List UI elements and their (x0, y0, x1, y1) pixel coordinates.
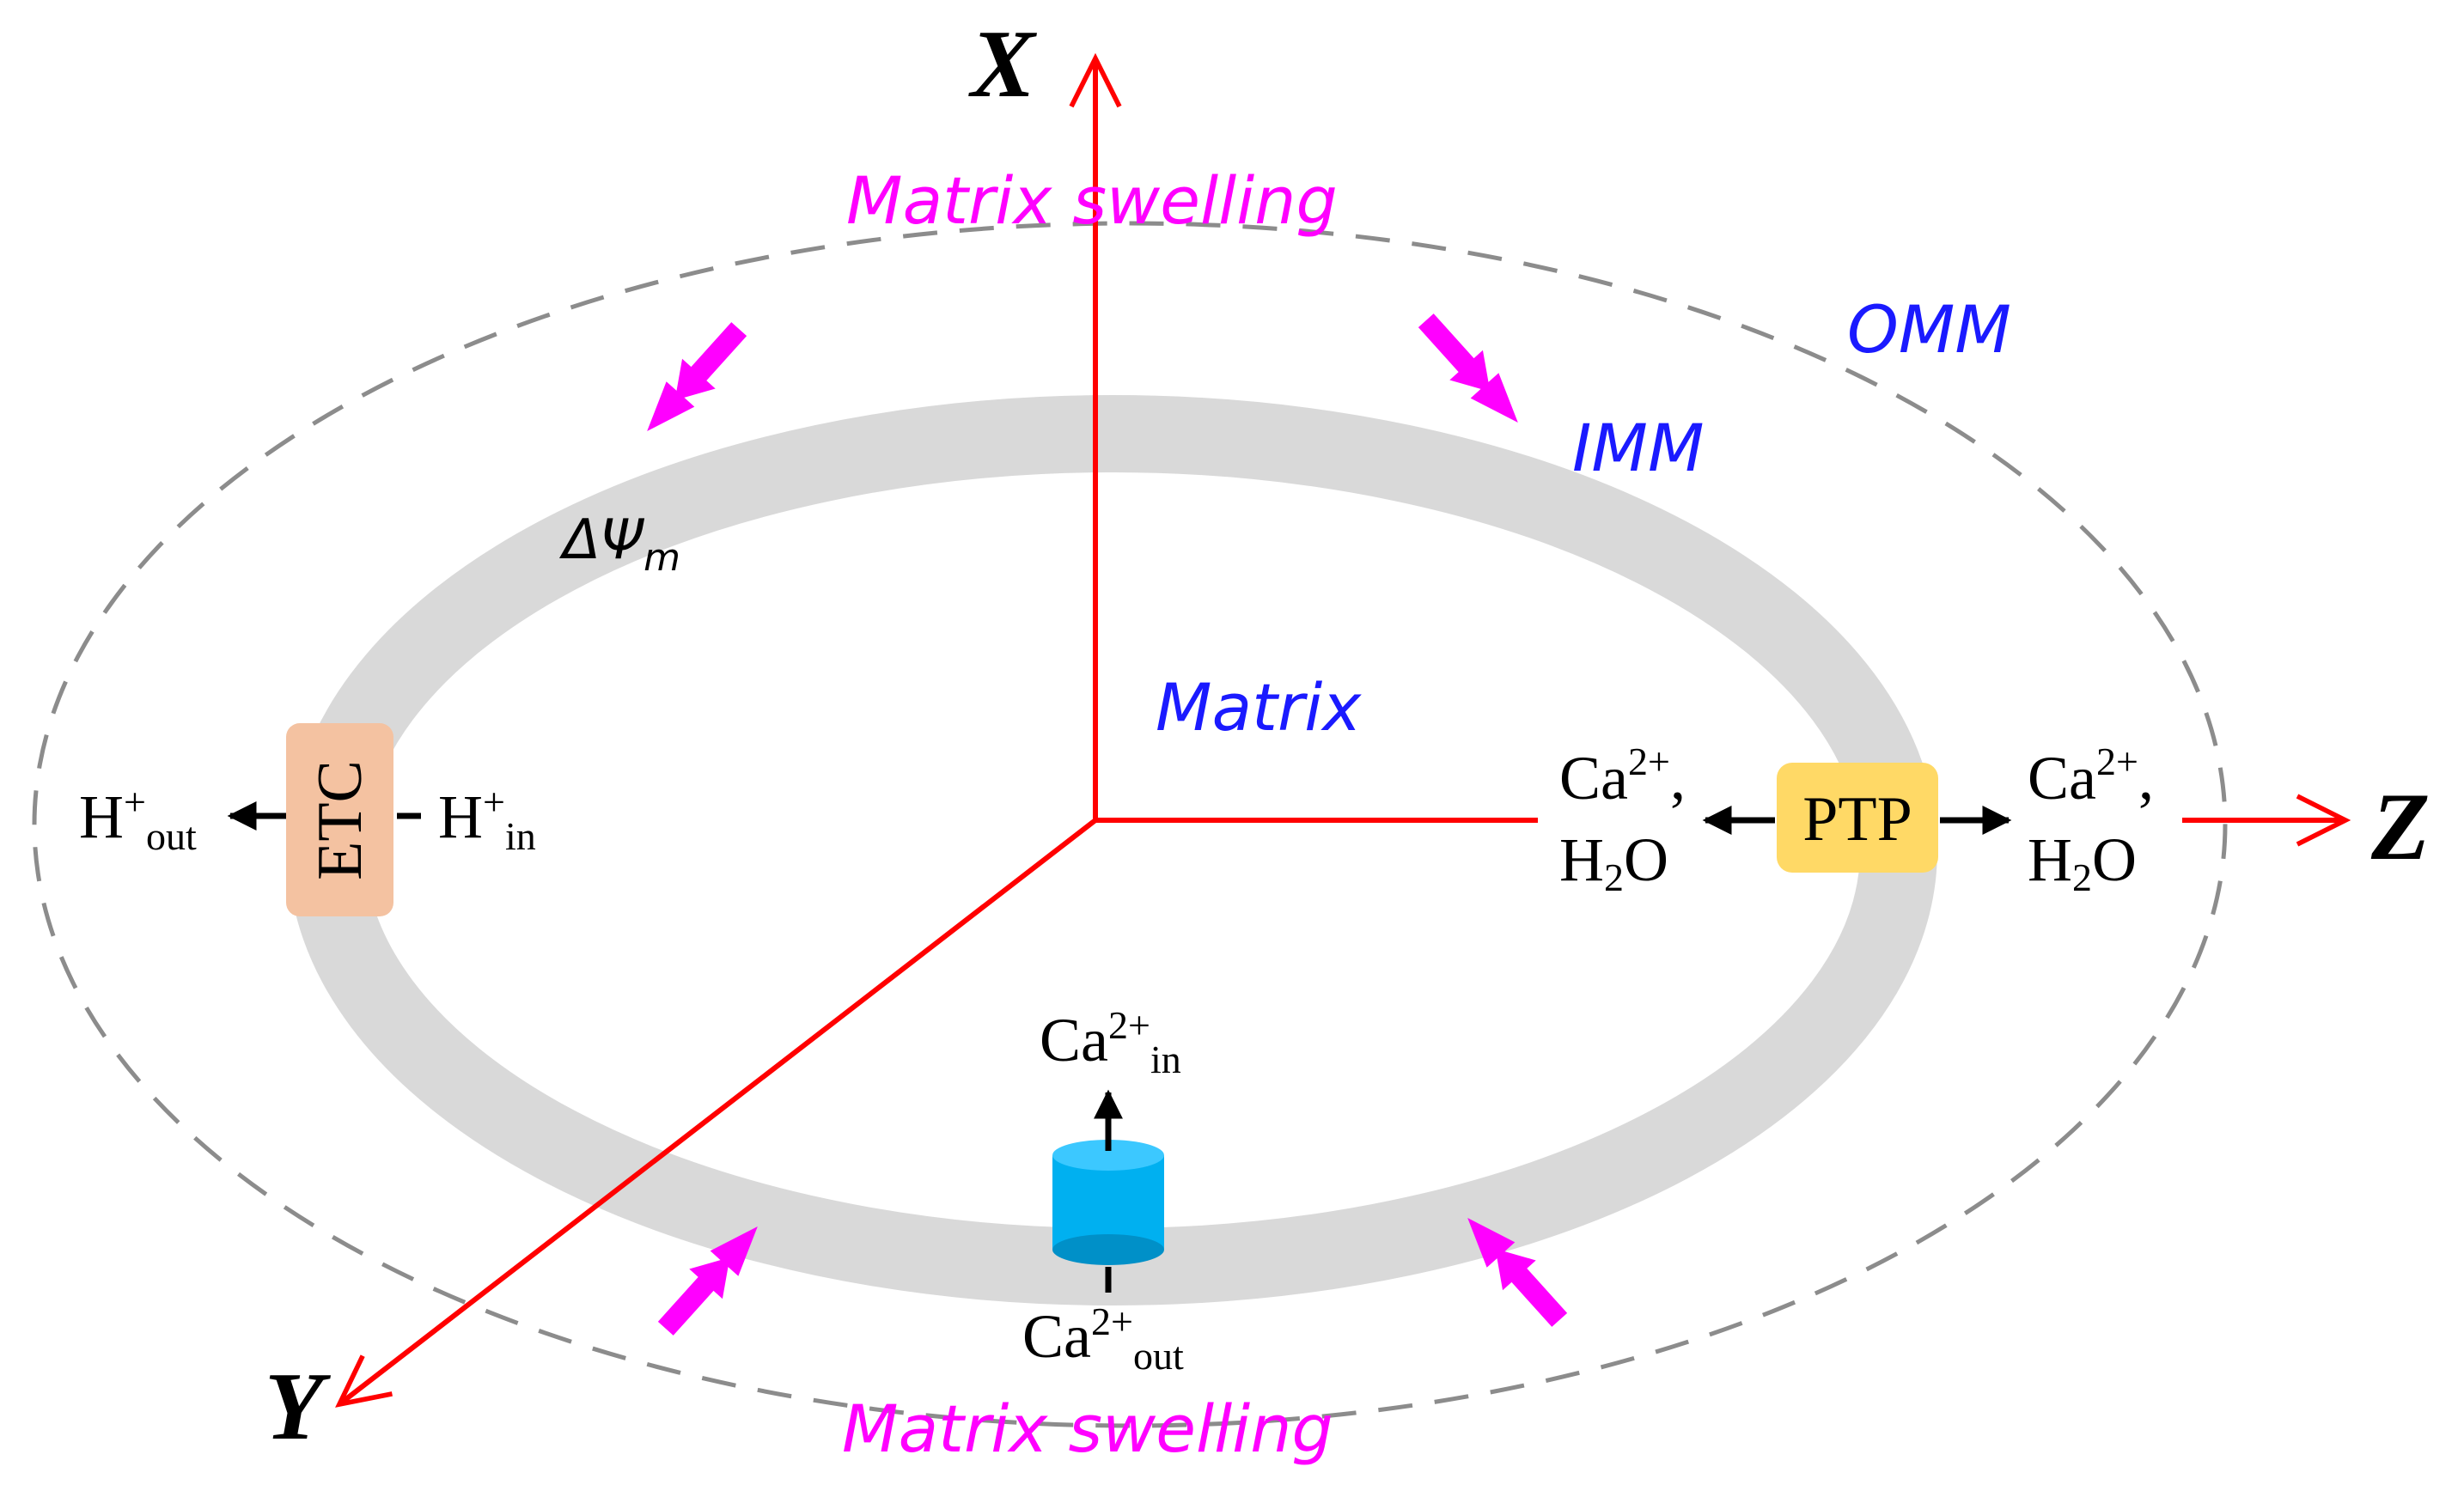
ca-in-label: Ca2+in (1040, 1003, 1181, 1081)
ptp-right-ca-label: Ca2+, (2028, 739, 2154, 812)
y-axis (335, 818, 1097, 1408)
matrix-label: Matrix (1156, 669, 1362, 746)
membrane-potential-label: ΔΨm (558, 508, 680, 580)
outer-membrane-outline (32, 221, 2228, 1428)
ptp-label: PTP (1802, 784, 1912, 855)
omm-label: OMM (1847, 291, 2011, 368)
h-in-label: H+in (438, 780, 536, 858)
ptp-left-h2o-label: H2O (1559, 825, 1668, 899)
swelling-arrow-top-left (647, 322, 747, 432)
calcium-channel-icon (1052, 1140, 1164, 1265)
ptp-box (1777, 763, 1938, 873)
ptp-left-ca-label: Ca2+, (1559, 739, 1686, 812)
swelling-arrow-top-right (1418, 313, 1518, 423)
y-axis-label: Y (265, 1354, 331, 1460)
ptp-right-h2o-label: H2O (2028, 825, 2137, 899)
etc-box (286, 723, 393, 916)
imm-label: IMM (1572, 410, 1705, 486)
matrix-swelling-top-label: Matrix swelling (846, 162, 1338, 239)
ca-out-label: Ca2+out (1022, 1299, 1184, 1378)
etc-label: ETC (305, 760, 375, 880)
swelling-arrow-bottom-right (1467, 1217, 1568, 1327)
h-out-label: H+out (79, 780, 197, 858)
matrix-swelling-bottom-label: Matrix swelling (842, 1391, 1333, 1467)
x-axis-label: X (968, 11, 1037, 118)
z-axis-label: Z (2370, 774, 2430, 880)
swelling-arrow-bottom-left (657, 1226, 758, 1336)
